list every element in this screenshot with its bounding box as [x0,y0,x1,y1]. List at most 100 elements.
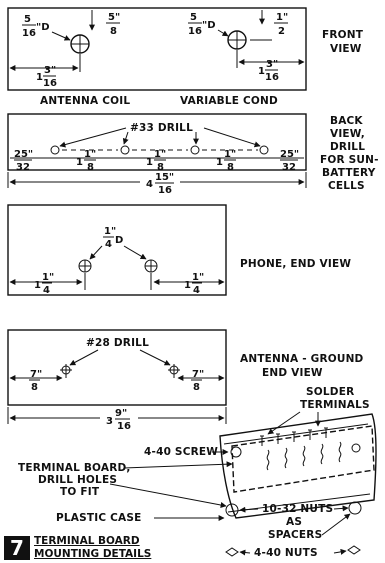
antenna-ground-drill-label: #28 DRILL [86,337,149,349]
front-right-side-num: 3" [266,59,278,70]
label-variable-cond: VARIABLE COND [180,95,278,107]
front-right-top-den: 2 [278,26,285,37]
front-left-side-den: 16 [43,78,57,89]
back-dim-2-num: 1" [84,149,96,160]
back-dim-2-den: 8 [87,162,94,173]
back-dim-1-den: 32 [16,162,30,173]
back-title-1: BACK [330,115,363,127]
back-title-2: VIEW, [330,128,365,140]
solder-terminals-row-bottom [266,441,342,471]
plastic-case-outline [219,413,377,519]
label-terminal-board-3: TO FIT [60,486,100,498]
phone-end-view: 1" 4 D 1 1" 4 1 1" 4 PHONE, END VIEW [7,204,351,296]
front-right-dia-unit: "D [202,20,216,31]
assembly-sketch: SOLDER TERMINALS 4-40 SCREW TERMINAL BOA… [18,386,377,559]
back-drill-label: #33 DRILL [130,122,193,134]
back-dim-1-num: 25" [14,149,33,160]
nut-right-icon [347,545,361,555]
ag-overall-whole: 3 [106,416,113,427]
phone-view-title: PHONE, END VIEW [240,258,351,270]
back-title-6: CELLS [328,180,365,192]
back-title-3: DRILL [330,141,365,153]
front-left-side-whole: 1 [36,72,43,83]
label-4-40-screw: 4-40 SCREW [144,446,218,458]
label-4-40-nuts: 4-40 NUTS [254,547,318,559]
screw-head-icon [230,446,242,458]
back-dim-5-num: 25" [280,149,299,160]
back-dim-3-den: 8 [157,162,164,173]
back-dim-4-whole: 1 [216,157,223,168]
spacer-nut-right-icon [348,501,362,515]
caption-line-2: MOUNTING DETAILS [34,548,152,560]
phone-panel-outline [7,204,227,296]
phone-left-num: 1" [42,272,54,283]
antenna-ground-panel-outline [7,329,227,406]
ag-left-den: 8 [31,382,38,393]
antenna-ground-end-view: #28 DRILL 7" 8 7" 8 3 9" 16 ANTENNA - GR… [7,329,364,432]
back-view: #33 DRILL 25" 32 1 1" 8 1 1" 8 1 1" 8 25… [7,113,379,196]
phone-right-num: 1" [192,272,204,283]
ag-overall-num: 9" [115,408,127,419]
phone-right-whole: 1 [184,280,191,291]
front-right-dia-den: 16 [188,26,202,37]
back-panel-outline [7,113,307,171]
front-left-side-num: 3" [44,65,56,76]
phone-left-den: 4 [43,285,50,296]
label-plastic-case: PLASTIC CASE [56,512,141,524]
front-panel-outline [7,7,307,91]
front-right-dia-num: 5 [190,12,197,23]
label-spacers-3: SPACERS [268,529,322,541]
sun-battery-hole-4 [259,145,269,155]
back-dim-4-den: 8 [227,162,234,173]
front-left-top-den: 8 [110,26,117,37]
label-terminal-board-2: DRILL HOLES [38,474,117,486]
ag-right-num: 7" [192,369,204,380]
front-left-dia-den: 16 [22,28,36,39]
sun-battery-hole-2 [120,145,130,155]
back-title-5: BATTERY [322,167,376,179]
back-overall-den: 16 [158,185,172,196]
phone-hole-dia-den: 4 [105,239,112,250]
back-overall-num: 15" [155,172,174,183]
spacer-nut-left-icon [225,503,239,517]
back-dim-2-whole: 1 [76,157,83,168]
front-left-top-num: 5" [108,12,120,23]
back-dim-3-num: 1" [154,149,166,160]
label-solder-2: TERMINALS [300,399,370,411]
front-left-dia-unit: "D [36,22,50,33]
solder-terminals-row-top [260,427,328,446]
front-view: 5 16 "D 5" 8 1 3" 16 5 16 "D 1" 2 1 3" [7,7,364,107]
nut-left-icon [225,547,239,557]
front-view-title-2: VIEW [330,43,362,55]
back-dim-5-den: 32 [282,162,296,173]
back-title-4: FOR SUN- [320,154,379,166]
caption-line-1: TERMINAL BOARD [34,535,140,547]
phone-hole-dia-num: 1" [104,226,116,237]
front-right-side-whole: 1 [258,66,265,77]
ag-title-2: END VIEW [262,367,323,379]
ag-overall-den: 16 [117,421,131,432]
label-terminal-board-1: TERMINAL BOARD, [18,462,131,474]
front-view-title-1: FRONT [322,29,364,41]
figure-number-badge: 7 [4,536,30,560]
ag-left-num: 7" [30,369,42,380]
terminal-board [231,425,375,493]
sun-battery-hole-1 [50,145,60,155]
front-right-top-num: 1" [276,12,288,23]
phone-hole-dia-unit: D [115,235,123,246]
back-dim-3-whole: 1 [146,157,153,168]
back-dim-4-num: 1" [224,149,236,160]
ag-right-den: 8 [193,382,200,393]
ag-title-1: ANTENNA - GROUND [240,353,364,365]
label-spacers-1: 10-32 NUTS [262,503,333,515]
label-spacers-2: AS [286,516,302,528]
phone-right-den: 4 [193,285,200,296]
phone-left-whole: 1 [34,280,41,291]
figure-caption: TERMINAL BOARD MOUNTING DETAILS [34,535,151,561]
front-right-side-den: 16 [265,72,279,83]
front-left-dia-num: 5 [24,14,31,25]
label-solder-1: SOLDER [306,386,354,398]
sun-battery-hole-3 [190,145,200,155]
back-overall-whole: 4 [146,179,153,190]
